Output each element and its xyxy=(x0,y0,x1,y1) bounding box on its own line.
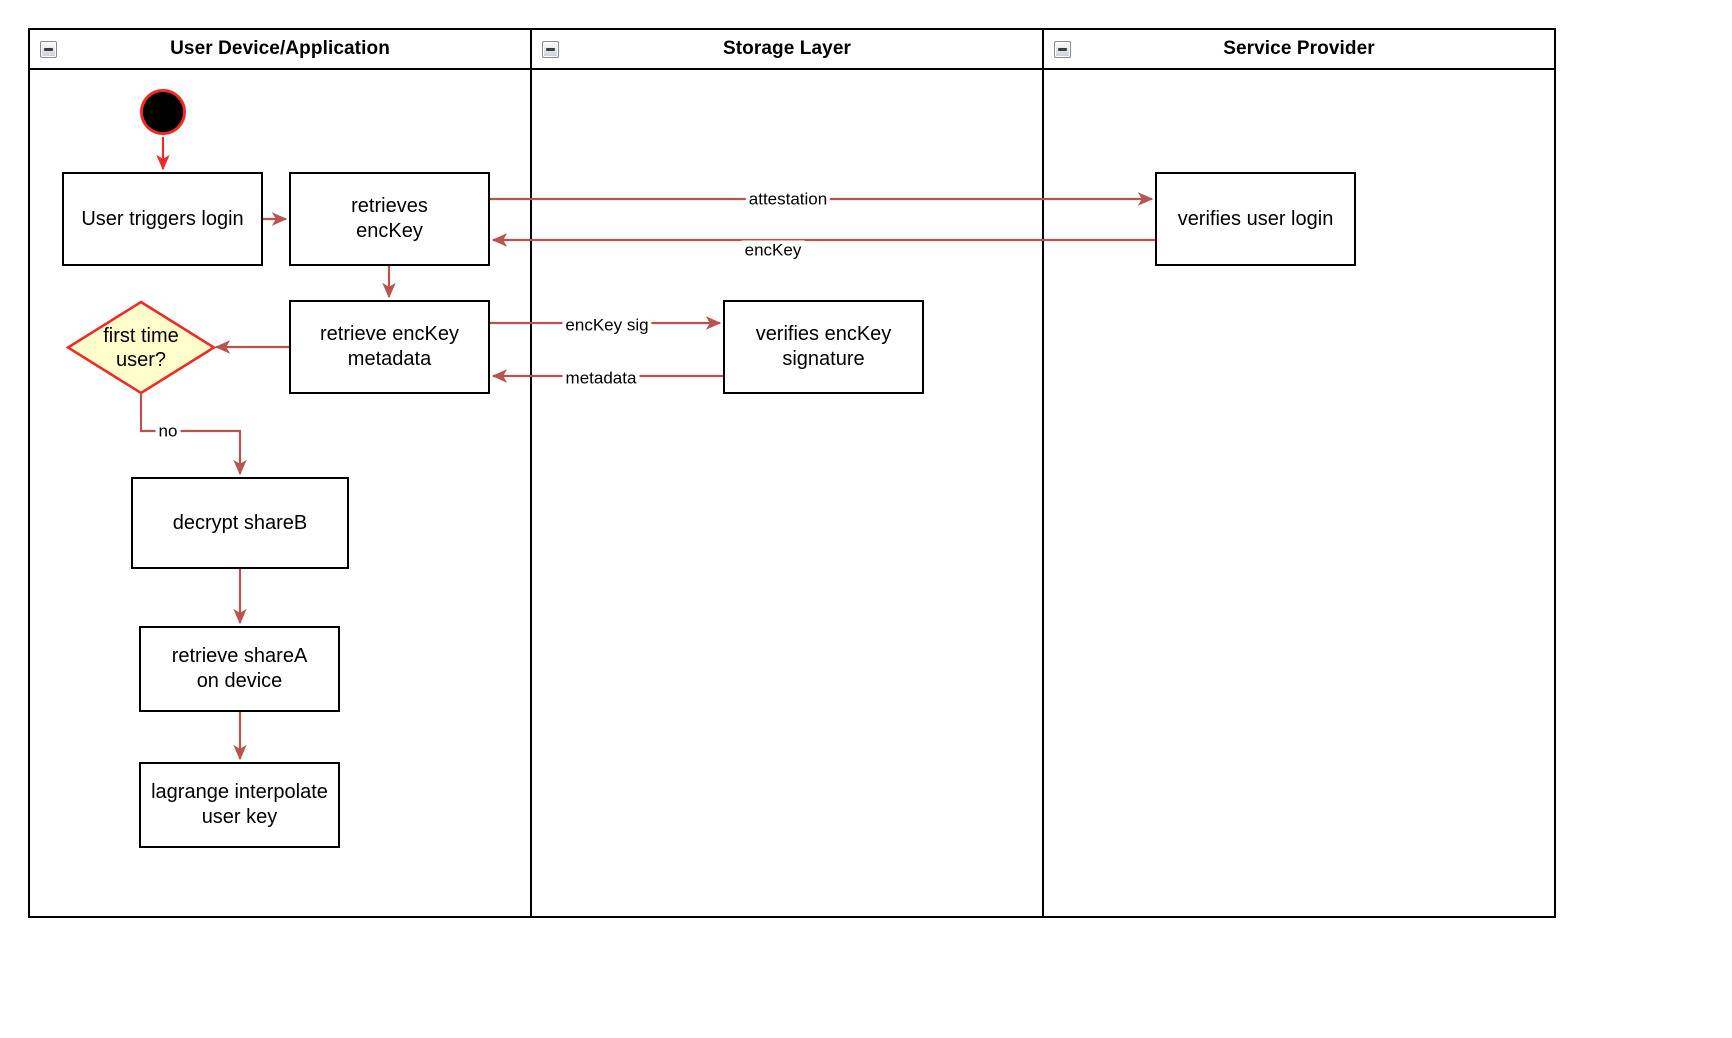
edge-label-metadata: metadata xyxy=(562,368,640,388)
edge-decision-no xyxy=(139,394,247,476)
node-label: first time user? xyxy=(103,324,179,371)
node-decrypt-shareb[interactable]: decrypt shareB xyxy=(131,477,349,569)
node-lagrange-interpolate-user-key[interactable]: lagrange interpolate user key xyxy=(139,762,340,848)
diamond-shape xyxy=(66,300,216,395)
node-user-triggers-login[interactable]: User triggers login xyxy=(62,172,263,266)
node-verifies-enckey-signature[interactable]: verifies encKey signature xyxy=(723,300,924,394)
minus-glyph xyxy=(1058,48,1067,51)
node-retrieve-sharea-on-device[interactable]: retrieve shareA on device xyxy=(139,626,340,712)
node-label: lagrange interpolate user key xyxy=(151,781,328,828)
collapse-minus-icon[interactable] xyxy=(40,41,57,58)
swimlane-title-storage-layer: Storage Layer xyxy=(722,38,852,59)
swimlane-storage-layer[interactable]: Storage Layer xyxy=(530,30,1042,916)
edge-label-enckey: encKey xyxy=(741,240,805,260)
node-label: retrieve shareA on device xyxy=(171,645,308,692)
collapse-minus-icon[interactable] xyxy=(542,41,559,58)
swimlane-title-service-provider: Service Provider xyxy=(1223,38,1375,59)
node-label: verifies encKey signature xyxy=(755,323,892,370)
swimlane-header-user-device[interactable]: User Device/Application xyxy=(30,30,530,70)
node-verifies-user-login[interactable]: verifies user login xyxy=(1155,172,1356,266)
swimlane-header-storage-layer[interactable]: Storage Layer xyxy=(532,30,1042,70)
node-retrieves-enckey[interactable]: retrieves encKey xyxy=(289,172,490,266)
node-label: retrieve encKey metadata xyxy=(320,323,459,370)
swimlane-user-device[interactable]: User Device/Application xyxy=(30,30,530,916)
collapse-minus-icon[interactable] xyxy=(1054,41,1071,58)
minus-glyph xyxy=(546,48,555,51)
swimlane-service-provider[interactable]: Service Provider xyxy=(1042,30,1554,916)
swimlane-title-user-device: User Device/Application xyxy=(170,38,390,59)
node-label: User triggers login xyxy=(81,207,244,230)
node-label: decrypt shareB xyxy=(172,511,308,534)
edge-label-no: no xyxy=(155,421,181,441)
swimlane-header-service-provider[interactable]: Service Provider xyxy=(1044,30,1554,70)
minus-glyph xyxy=(44,48,53,51)
node-first-time-user[interactable]: first time user? xyxy=(66,300,216,395)
start-event-node[interactable] xyxy=(140,89,186,135)
node-label: retrieves encKey xyxy=(351,195,428,242)
edge-label-enckey-sig: encKey sig xyxy=(562,315,652,335)
node-label: verifies user login xyxy=(1177,207,1334,230)
node-retrieve-enckey-metadata[interactable]: retrieve encKey metadata xyxy=(289,300,490,394)
edge-label-attestation: attestation xyxy=(745,189,831,209)
